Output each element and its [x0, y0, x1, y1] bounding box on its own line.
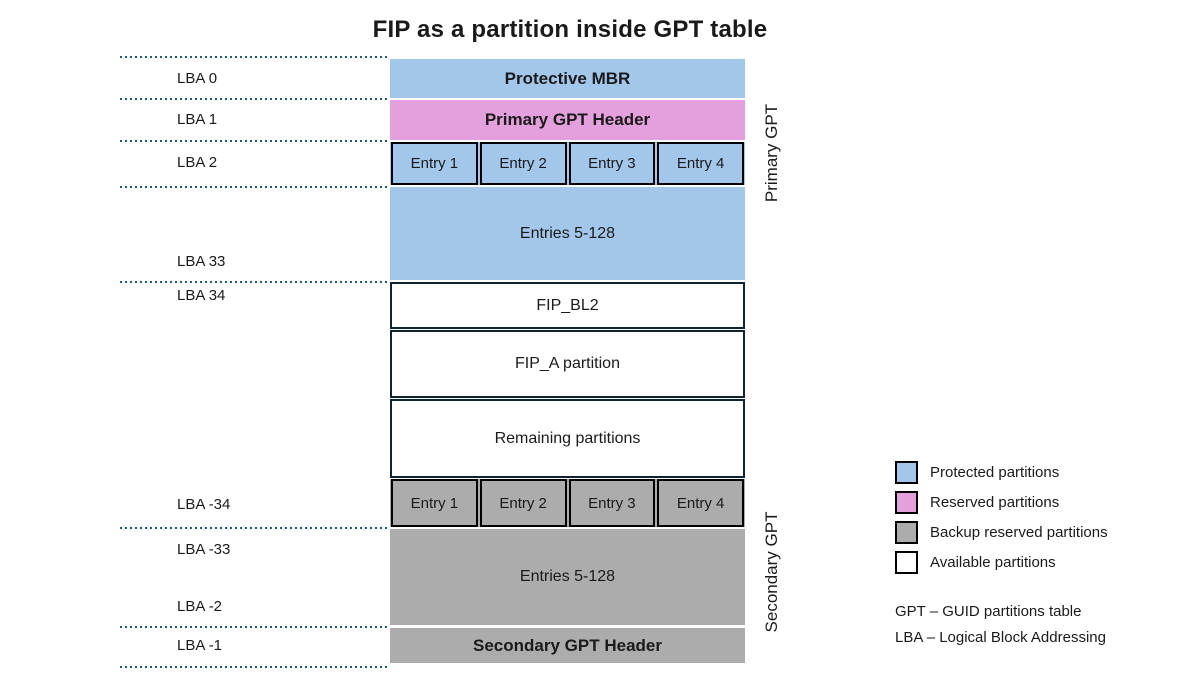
entry-cell: Entry 2 — [479, 479, 567, 527]
entry-cell: Entry 3 — [568, 479, 656, 527]
legend-swatch-reserved — [895, 491, 918, 514]
legend-swatch-protected — [895, 461, 918, 484]
legend-label: Available partitions — [930, 554, 1056, 571]
dotted-line — [120, 527, 388, 529]
block-secondary-entries-5-128: Entries 5-128 — [390, 529, 745, 625]
entry-cell: Entry 4 — [657, 142, 744, 185]
footnote-lba: LBA – Logical Block Addressing — [895, 629, 1106, 646]
block-primary-entries-5-128: Entries 5-128 — [390, 187, 745, 280]
page-title: FIP as a partition inside GPT table — [372, 16, 768, 43]
legend-swatch-backup — [895, 521, 918, 544]
legend-label: Reserved partitions — [930, 494, 1060, 511]
entry-cell: Entry 1 — [391, 479, 478, 527]
block-fip-a-partition: FIP_A partition — [390, 330, 745, 398]
lba-1-label: LBA 1 — [177, 111, 218, 128]
block-protective-mbr: Protective MBR — [390, 59, 745, 98]
legend-item-available: Available partitions — [895, 551, 1056, 574]
entry-cell: Entry 3 — [568, 142, 656, 185]
dotted-line — [120, 56, 388, 58]
block-remaining-partitions: Remaining partitions — [390, 399, 745, 478]
primary-entry-row: Entry 1 Entry 2 Entry 3 Entry 4 — [390, 142, 745, 185]
legend-label: Protected partitions — [930, 464, 1060, 481]
entry-cell: Entry 2 — [479, 142, 567, 185]
dotted-line — [120, 98, 388, 100]
lba-33-label: LBA 33 — [177, 253, 226, 270]
dotted-line — [120, 666, 388, 668]
entry-cell: Entry 1 — [391, 142, 478, 185]
dotted-line — [120, 626, 388, 628]
legend-item-backup: Backup reserved partitions — [895, 521, 1108, 544]
legend-item-reserved: Reserved partitions — [895, 491, 1060, 514]
legend-label: Backup reserved partitions — [930, 524, 1108, 541]
block-fip-bl2: FIP_BL2 — [390, 282, 745, 329]
entry-cell: Entry 4 — [657, 479, 744, 527]
legend-item-protected: Protected partitions — [895, 461, 1060, 484]
lba-neg34-label: LBA -34 — [177, 496, 231, 513]
dotted-line — [120, 140, 388, 142]
block-primary-gpt-header: Primary GPT Header — [390, 100, 745, 140]
secondary-entry-row: Entry 1 Entry 2 Entry 3 Entry 4 — [390, 479, 745, 527]
block-secondary-gpt-header: Secondary GPT Header — [390, 628, 745, 663]
lba-neg1-label: LBA -1 — [177, 637, 223, 654]
lba-34-label: LBA 34 — [177, 287, 226, 304]
lba-neg2-label: LBA -2 — [177, 598, 223, 615]
lba-neg33-label: LBA -33 — [177, 541, 231, 558]
lba-0-label: LBA 0 — [177, 70, 218, 87]
legend-swatch-available — [895, 551, 918, 574]
dotted-line — [120, 186, 388, 188]
primary-gpt-side-label: Primary GPT — [762, 103, 781, 203]
secondary-gpt-side-label: Secondary GPT — [762, 511, 781, 633]
dotted-line — [120, 281, 388, 283]
lba-2-label: LBA 2 — [177, 154, 218, 171]
footnote-gpt: GPT – GUID partitions table — [895, 603, 1082, 620]
